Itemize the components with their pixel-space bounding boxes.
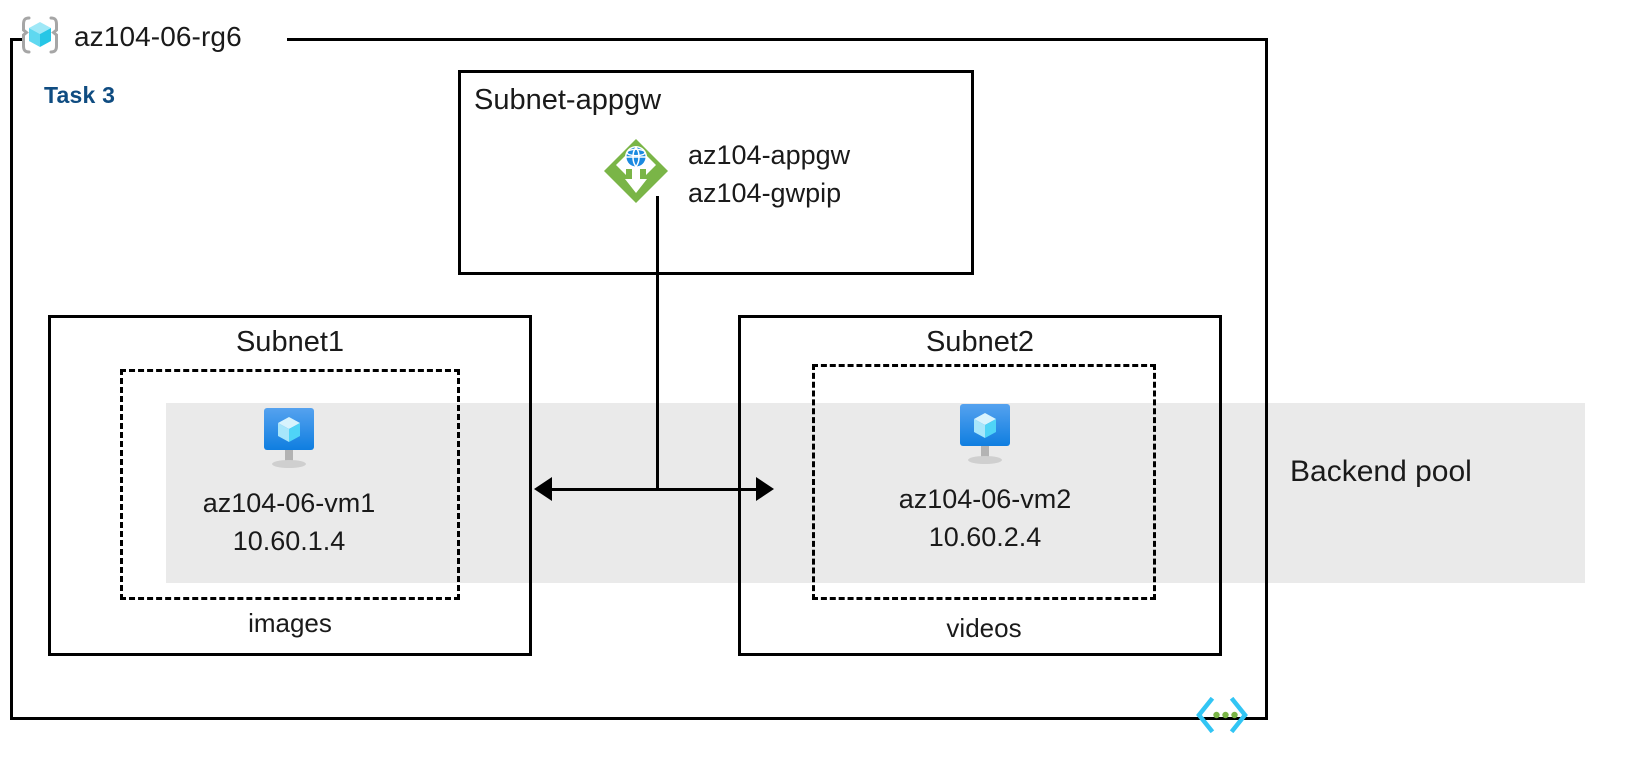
subnet1-dashed-group — [120, 369, 460, 600]
subnet-appgw-box — [458, 70, 974, 275]
resource-group-title: az104-06-rg6 — [18, 8, 242, 66]
application-gateway-icon — [600, 135, 672, 212]
subnet1-dashed-group-caption: images — [248, 608, 332, 638]
subnet2-dashed-group-caption: videos — [946, 613, 1022, 643]
virtual-machine-icon — [862, 396, 1108, 468]
vm1-labels: az104-06-vm1 10.60.1.4 — [166, 484, 412, 560]
resource-group-title-gap — [22, 22, 287, 56]
task-label: Task 3 — [44, 82, 116, 108]
vm1-name: az104-06-vm1 — [202, 488, 376, 518]
subnet-link-line — [548, 488, 760, 491]
resource-group-icon — [18, 13, 62, 62]
appgw-name: az104-appgw — [688, 139, 851, 170]
virtual-machine-icon — [166, 400, 412, 472]
subnet2-title: Subnet2 — [925, 326, 1035, 358]
resource-group-container — [10, 38, 1268, 720]
vm2-resource: az104-06-vm2 10.60.2.4 — [862, 396, 1108, 556]
application-gateway-resource: az104-appgw az104-gwpip — [600, 135, 850, 212]
application-gateway-labels: az104-appgw az104-gwpip — [688, 136, 850, 212]
appgw-public-ip-name: az104-gwpip — [688, 177, 842, 208]
backend-pool-label: Backend pool — [1290, 455, 1472, 488]
resource-group-name: az104-06-rg6 — [74, 21, 242, 52]
vm2-name: az104-06-vm2 — [898, 484, 1072, 514]
vm1-ip: 10.60.1.4 — [232, 526, 346, 556]
vm1-resource: az104-06-vm1 10.60.1.4 — [166, 400, 412, 560]
subnet1-box — [48, 315, 532, 656]
vm2-labels: az104-06-vm2 10.60.2.4 — [862, 480, 1108, 556]
appgw-vertical-connector — [656, 196, 659, 490]
vm2-ip: 10.60.2.4 — [928, 522, 1042, 552]
subnet2-dashed-group — [812, 364, 1156, 600]
backend-pool-band — [166, 403, 1585, 583]
subnet1-title: Subnet1 — [235, 326, 345, 358]
code-brackets-icon — [1196, 696, 1248, 734]
arrow-head-right-icon — [756, 477, 774, 501]
subnet-appgw-title: Subnet-appgw — [474, 84, 662, 116]
subnet2-box — [738, 315, 1222, 656]
arrow-head-left-icon — [534, 477, 552, 501]
